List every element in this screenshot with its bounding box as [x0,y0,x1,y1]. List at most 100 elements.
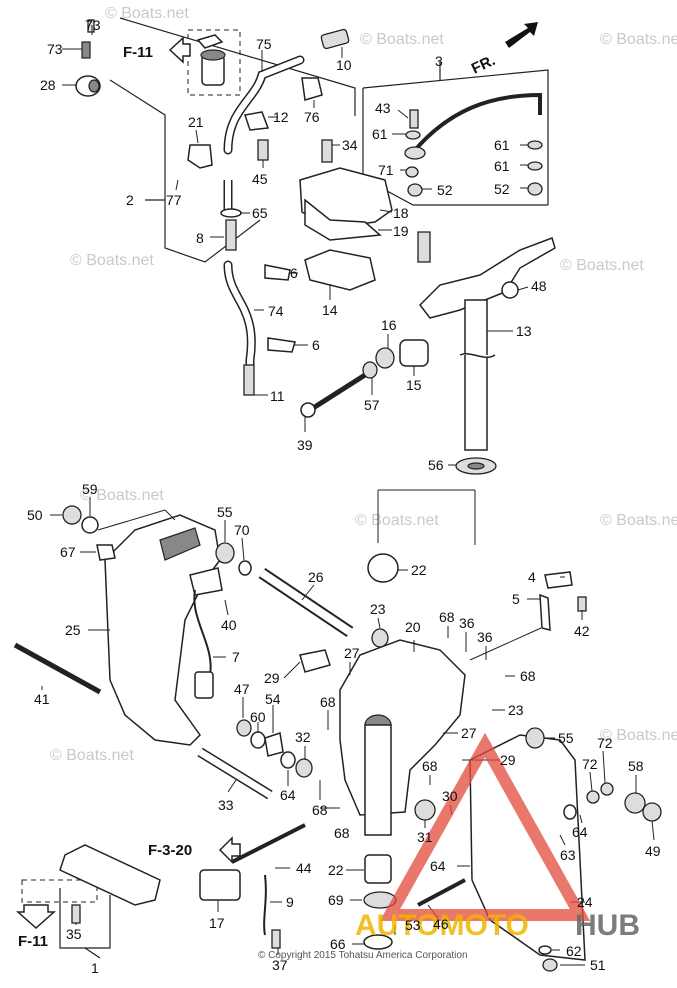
watermark: © Boats.net [600,727,677,744]
bracket-line [119,17,356,116]
bracket-14 [304,249,376,291]
swivel-shaft [364,724,392,836]
callout-label: 52 [494,181,510,197]
callout-label: 23 [508,702,524,718]
callout-label: 65 [252,205,268,221]
callout-label: 47 [234,681,250,697]
callout-label: 58 [628,758,644,774]
bolt-35 [71,904,81,924]
callout-label: 67 [60,544,76,560]
bracket-line [109,79,261,263]
callout-label: 19 [393,223,409,239]
hose-inner [225,262,255,368]
nut-72b [600,782,614,796]
callout-label: 37 [272,957,288,973]
callout-label: 62 [566,943,582,959]
clip-6a [264,264,291,281]
bolt-39-head [300,402,316,418]
callout-label: 51 [590,957,606,973]
hose-74 [223,260,256,370]
washer-61 [405,130,421,140]
watermark: © Boats.net [360,31,444,48]
pin-73 [81,41,91,59]
shaft-33-inner [198,749,272,798]
callout-label: 31 [417,829,433,845]
callout-label: 1 [91,960,99,976]
logo-text: HUB [575,909,640,942]
callout-label: 66 [330,936,346,952]
steering-arm-48 [419,237,556,319]
callout-label: 72 [597,735,613,751]
callout-label: 70 [234,522,250,538]
bolt-near-14 [417,231,431,263]
leader-line [469,627,542,661]
clip-67 [96,544,116,561]
reference-f3-20: F-3-20 [148,836,241,864]
callout-label: 75 [256,36,272,52]
leader-line [227,779,237,793]
leader-line [589,771,593,792]
bolt-46 [417,878,466,907]
watermark: © Boats.net [70,252,154,269]
callout-label: 49 [645,843,661,859]
gasket-19 [304,198,382,241]
callout-label: 53 [405,917,421,933]
clip-part [196,34,224,49]
callout-label: 68 [422,758,438,774]
callout-label: 52 [437,182,453,198]
leader-line [602,750,606,784]
leader-line [175,179,179,191]
callout-label: 2 [126,192,134,208]
leader-line [224,599,229,616]
bushing-23 [371,628,389,648]
leader-line [241,537,245,561]
callout-label: 63 [560,847,576,863]
callout-label: 26 [308,569,324,585]
plate-29 [299,649,331,673]
callout-label: 7 [232,649,240,665]
automotohub-logo: AUTOMOTO HUB [355,732,640,942]
callout-label: 33 [218,797,234,813]
callout-label: 11 [270,388,285,404]
callout-label: 13 [516,323,532,339]
leader-line [379,209,393,213]
bolt-42 [577,596,587,612]
callout-label: 34 [342,137,358,153]
bracket-40 [189,567,223,596]
leader-line [397,109,409,119]
callout-label: 68 [520,668,536,684]
shaft-break [459,353,496,358]
nut-48 [501,281,519,299]
bushing-15 [399,339,429,367]
logo-triangle-icon [379,732,591,921]
callout-label: 35 [66,926,82,942]
clamp-76 [301,77,323,101]
callout-label: 39 [297,437,313,453]
callout-label: 43 [375,100,391,116]
callout-label: 27 [344,645,360,661]
watermark: © Boats.net [600,512,677,529]
callout-label: 61 [494,158,510,174]
callout-label: 56 [428,457,444,473]
callout-label: 22 [411,562,427,578]
arrow-front-icon [505,22,538,48]
steering-shaft-13 [464,299,488,451]
callout-label: 64 [430,858,446,874]
leader-line [164,509,176,521]
nut-50 [62,505,82,525]
reference-label: F-11 [18,933,48,950]
callout-label: 29 [264,670,280,686]
callout-label: 14 [322,302,338,318]
callout-label: 24 [577,894,593,910]
callout-label: 17 [209,915,225,931]
leader-line [283,661,301,679]
nut-52a [407,183,423,197]
bolt-43 [409,109,419,129]
callout-label: 10 [336,57,352,73]
callout-label: 36 [459,615,475,631]
callout-label: 15 [406,377,422,393]
callout-label: 45 [252,171,268,187]
callout-label: 61 [494,137,510,153]
clamp-bracket-25 [104,514,221,746]
bracket-line [84,947,101,959]
